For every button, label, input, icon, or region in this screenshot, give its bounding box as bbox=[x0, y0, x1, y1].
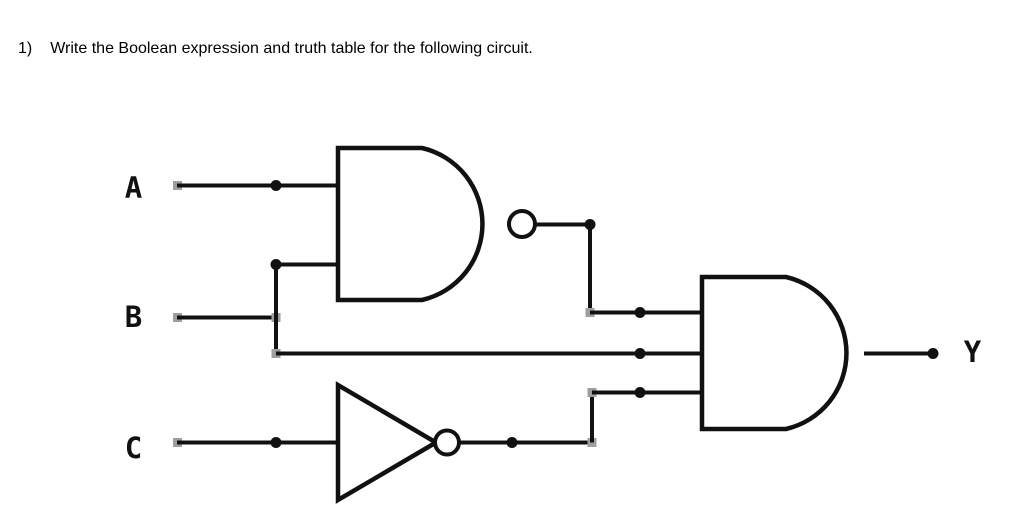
junction-b-nand bbox=[270, 259, 282, 270]
nand-bubble-icon bbox=[507, 209, 537, 239]
junction-and-input-middle bbox=[634, 348, 646, 359]
not-gate bbox=[335, 381, 441, 504]
junction-c bbox=[270, 437, 282, 448]
question-line: 1) Write the Boolean expression and trut… bbox=[18, 40, 533, 58]
nand-gate bbox=[335, 145, 485, 303]
junction-output-y bbox=[927, 348, 939, 359]
junction-not-out bbox=[506, 437, 518, 448]
and-gate bbox=[699, 274, 849, 432]
junction-and-input-top bbox=[634, 307, 646, 318]
not-bubble-icon bbox=[433, 428, 461, 457]
input-label-c: C bbox=[125, 431, 141, 465]
question-text: Write the Boolean expression and truth t… bbox=[50, 40, 533, 57]
question-number: 1) bbox=[18, 40, 33, 57]
input-label-a: A bbox=[125, 171, 142, 205]
junction-a bbox=[270, 180, 282, 191]
junction-and-input-bottom bbox=[634, 387, 646, 398]
output-label-y: Y bbox=[964, 335, 982, 369]
input-label-b: B bbox=[125, 300, 142, 334]
